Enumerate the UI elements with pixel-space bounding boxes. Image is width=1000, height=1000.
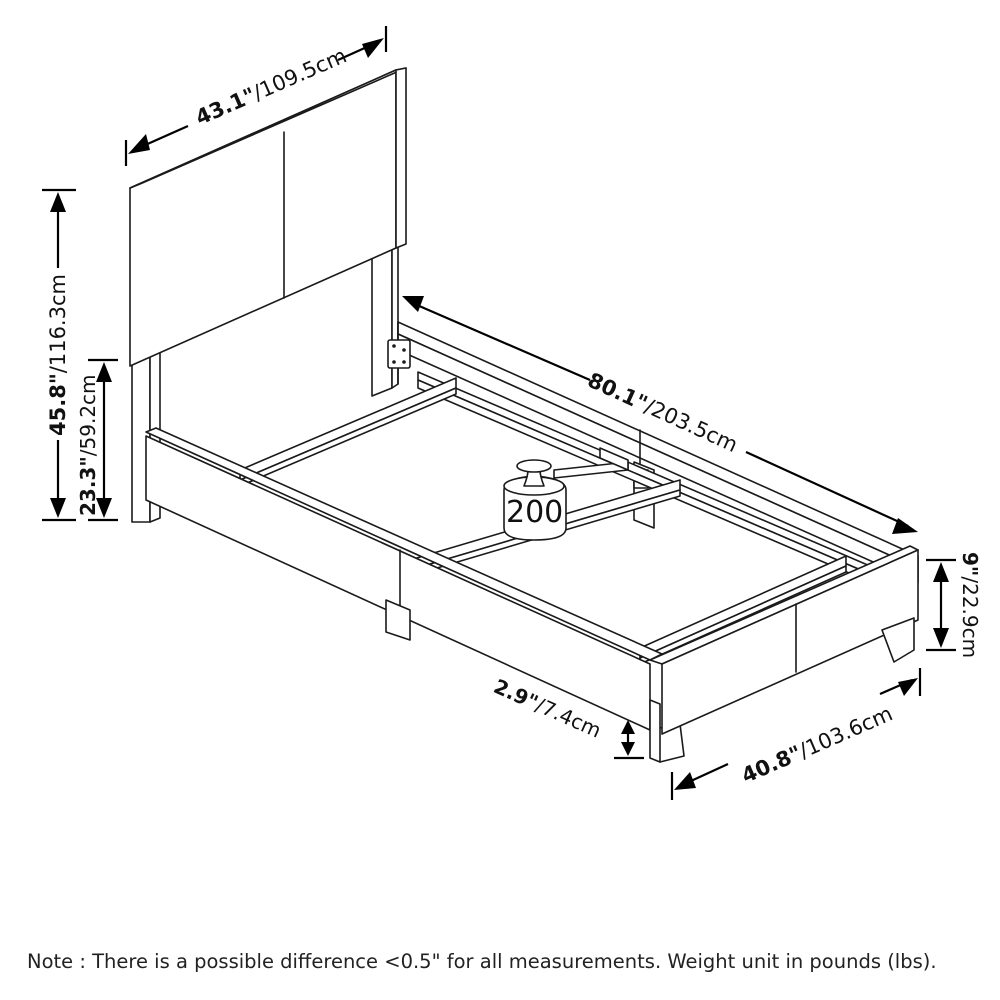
total-height-metric: 116.3cm bbox=[46, 274, 70, 367]
dimension-lines bbox=[42, 26, 956, 800]
leg-height-label: 23.3"/59.2cm bbox=[76, 374, 100, 516]
separator: / bbox=[76, 449, 100, 457]
leg-height-metric: 59.2cm bbox=[76, 374, 100, 450]
measurement-note: Note : There is a possible difference <0… bbox=[27, 950, 937, 973]
frame-height-metric: 22.9cm bbox=[958, 583, 982, 659]
leg-height-imperial: 23.3" bbox=[76, 456, 100, 516]
footboard-rail bbox=[649, 545, 919, 735]
weight-capacity-value: 200 bbox=[506, 495, 564, 530]
frame-height-imperial: 9" bbox=[958, 552, 982, 577]
total-height-label: 45.8"/116.3cm bbox=[46, 274, 70, 436]
weight-icon bbox=[503, 459, 567, 541]
total-height-imperial: 45.8" bbox=[46, 373, 70, 436]
separator: / bbox=[46, 366, 70, 374]
frame-height-label: 9"/22.9cm bbox=[958, 552, 982, 658]
near-side-rail bbox=[145, 427, 685, 763]
